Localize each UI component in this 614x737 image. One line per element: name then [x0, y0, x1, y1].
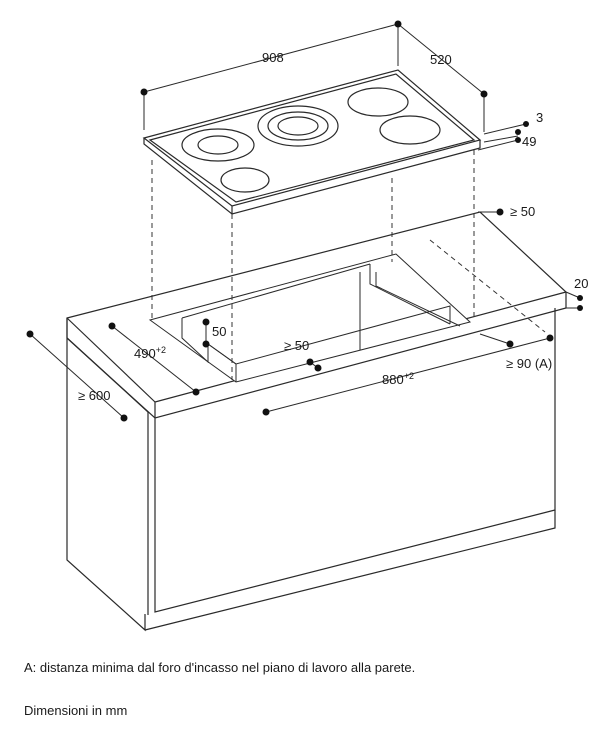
cooking-zone-front-right: [379, 115, 441, 145]
dim-worktop-thickness: 20: [574, 276, 588, 291]
footnote-a: A: distanza minima dal foro d'incasso ne…: [24, 660, 416, 675]
dim-cutout-width: 880+2: [382, 371, 414, 387]
dim-hob-width: 908: [262, 50, 284, 65]
hob: [142, 69, 482, 215]
cooking-zone-front-left-inner: [197, 135, 239, 155]
dim-rear-clearance: ≥ 50: [510, 204, 535, 219]
projection-lines: [151, 150, 546, 380]
dim-wall-clearance: ≥ 90 (A): [506, 356, 552, 371]
dim-glass-thickness: 3: [536, 110, 543, 125]
cooking-zone-rear-right: [347, 87, 409, 117]
units-note: Dimensioni in mm: [24, 703, 128, 718]
dim-cutout-depth: 490+2: [134, 345, 166, 361]
dim-cabinet-depth: ≥ 600: [78, 388, 110, 403]
dim-hob-depth: 520: [430, 52, 452, 67]
dim-hob-height: 49: [522, 134, 536, 149]
cabinet: [66, 211, 567, 632]
dimension-points: [26, 20, 583, 422]
dimension-lines: [29, 23, 581, 419]
cooking-zone-front-mid: [220, 167, 270, 193]
cooking-zone-center-inner: [277, 116, 319, 136]
dim-side-clearance: ≥ 50: [284, 338, 309, 353]
installation-drawing: 908 520 3 49 ≥ 50 20 490+2 50 ≥ 50 ≥ 90 …: [26, 20, 588, 632]
worktop-cutout: [148, 253, 472, 383]
dim-front-clearance: 50: [212, 324, 226, 339]
